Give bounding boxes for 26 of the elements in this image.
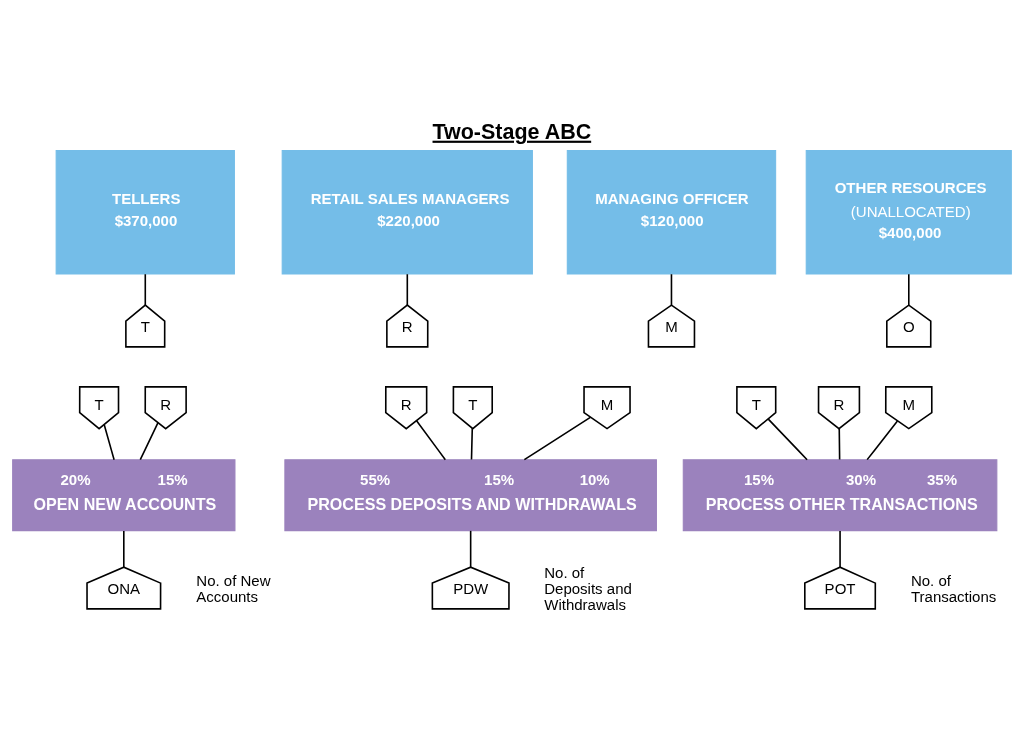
connector [144, 273, 147, 306]
diagram-title: Two-Stage ABC [432, 119, 592, 144]
connector [670, 273, 673, 306]
connector [123, 530, 125, 568]
node-label: No. of Transactions [910, 572, 997, 606]
node-box: RETAIL SALES MANAGERS $220,000 [281, 149, 533, 275]
connector [470, 427, 474, 461]
connector [415, 419, 447, 461]
connector [523, 416, 592, 461]
node-box: 55% 15% 10% PROCESS DEPOSITS AND WITHDRAWALS [284, 459, 657, 532]
connector [139, 421, 159, 461]
connector [907, 273, 910, 306]
connector [469, 530, 472, 568]
node-box: 20% 15% OPEN NEW ACCOUNTS [12, 459, 236, 532]
node-label: No. of Deposits and Withdrawals [544, 564, 632, 614]
connector [767, 418, 808, 461]
node-box: 15% 30% 35% PROCESS OTHER TRANSACTIONS [682, 459, 998, 532]
node-box: TELLERS $370,000 [55, 149, 235, 275]
connector [406, 273, 409, 306]
node-label: No. of New Accounts [196, 572, 271, 606]
connector [839, 530, 841, 568]
node-box: OTHER RESOURCES (UNALLOCATED) $400,000 [805, 149, 1012, 275]
connector [866, 420, 899, 461]
connector [103, 423, 115, 461]
connector [838, 427, 841, 461]
node-box: MANAGING OFFICER $120,000 [566, 149, 777, 275]
